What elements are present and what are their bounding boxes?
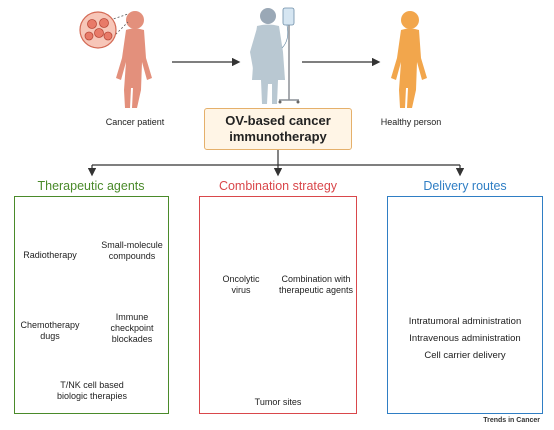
central-topic-line1: OV-based cancer: [225, 113, 331, 128]
combination-with-label: Combination with therapeutic agents: [274, 274, 358, 296]
checkpoint-line2: checkpoint: [110, 323, 154, 333]
iv-patient-figure: [250, 7, 300, 104]
cancer-patient-figure: [116, 11, 152, 108]
small-molecule-label: Small-molecule compounds: [96, 240, 168, 262]
chemotherapy-line1: Chemotherapy: [20, 320, 80, 330]
journal-credit: Trends in Cancer: [483, 417, 540, 424]
tnk-line1: T/NK cell based: [60, 380, 124, 390]
cell-carrier-label: Cell carrier delivery: [424, 350, 506, 361]
combination-with-line1: Combination with: [281, 274, 351, 284]
healthy-person-label: Healthy person: [380, 117, 442, 127]
small-molecule-line1: Small-molecule: [101, 240, 163, 250]
checkpoint-label: Immune checkpoint blockades: [96, 312, 168, 345]
healthy-person-figure: [391, 11, 427, 108]
combination-strategy-panel: [199, 196, 357, 414]
central-topic-box: OV-based cancer immunotherapy: [204, 108, 352, 150]
delivery-routes-title: Delivery routes: [423, 179, 507, 193]
therapeutic-agents-panel: [14, 196, 169, 414]
intratumoral-label: Intratumoral administration: [408, 316, 522, 327]
combination-strategy-title: Combination strategy: [218, 179, 338, 193]
small-molecule-line2: compounds: [108, 251, 156, 261]
intravenous-label: Intravenous administration: [409, 333, 521, 344]
combination-with-line2: therapeutic agents: [278, 285, 354, 295]
delivery-routes-panel: Intratumoral administration Intravenous …: [387, 196, 543, 414]
checkpoint-line3: blockades: [111, 334, 153, 344]
central-topic-line2: immunotherapy: [229, 129, 327, 144]
tumor-sites-label: Tumor sites: [254, 397, 302, 407]
oncolytic-line2: virus: [231, 285, 251, 295]
tnk-label: T/NK cell based biologic therapies: [30, 380, 154, 402]
cancer-patient-label: Cancer patient: [105, 117, 165, 127]
branch-connectors: [87, 150, 465, 177]
oncolytic-line1: Oncolytic: [222, 274, 260, 284]
tnk-line2: biologic therapies: [56, 391, 128, 401]
chemotherapy-line2: dugs: [40, 331, 60, 341]
checkpoint-line1: Immune: [115, 312, 149, 322]
therapeutic-agents-title: Therapeutic agents: [37, 179, 145, 193]
oncolytic-virus-label: Oncolytic virus: [206, 274, 276, 296]
tumor-cells-icon: [79, 11, 129, 49]
chemotherapy-label: Chemotherapy dugs: [14, 320, 86, 342]
radiotherapy-label: Radiotherapy: [23, 250, 77, 260]
